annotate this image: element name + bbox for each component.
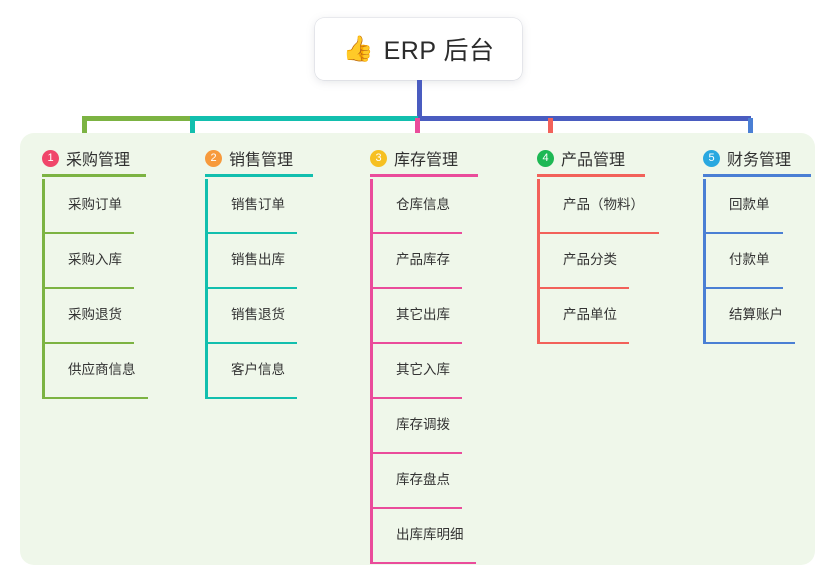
branch-item-label: 供应商信息 — [68, 362, 136, 377]
branch-item-underline — [370, 452, 462, 454]
branch-item-underline — [370, 562, 476, 564]
branch-item-underline — [703, 342, 795, 344]
branch-item-label: 出库库明细 — [396, 527, 464, 542]
connector-teal-segment — [190, 116, 418, 121]
connector-indigo-segment — [418, 116, 751, 121]
branch-number-badge: 2 — [205, 149, 222, 167]
branch-header-1[interactable]: 1 采购管理 — [42, 143, 130, 173]
connector-green-segment — [82, 116, 190, 121]
branch-item-label: 回款单 — [729, 197, 770, 212]
branch-item-underline — [537, 287, 629, 289]
branch-header-4[interactable]: 4 产品管理 — [537, 143, 625, 173]
branch-number-badge: 4 — [537, 149, 554, 167]
branch-title: 产品管理 — [561, 152, 626, 169]
branch-item-label: 产品分类 — [563, 252, 617, 267]
branch-item-underline — [205, 397, 297, 399]
page-title: ERP 后台 — [383, 37, 495, 65]
branch-item-label: 其它入库 — [396, 362, 450, 377]
branch-item-underline — [205, 232, 297, 234]
branch-column-1: 1 采购管理采购订单采购入库采购退货供应商信息 — [42, 143, 148, 399]
branch-item-underline — [537, 232, 659, 234]
branch-vertical-connector — [205, 179, 208, 399]
branch-item-label: 库存盘点 — [396, 472, 450, 487]
branch-item-underline — [370, 232, 462, 234]
branch-item-label: 仓库信息 — [396, 197, 450, 212]
branch-item-underline — [537, 342, 629, 344]
branches-panel — [20, 133, 815, 565]
branch-item-label: 结算账户 — [729, 307, 783, 322]
branch-item-underline — [703, 232, 783, 234]
branch-item-underline — [703, 287, 783, 289]
connector-drop-col-5 — [748, 118, 753, 146]
branch-item-underline — [42, 342, 134, 344]
branch-underline — [537, 174, 645, 177]
branch-item-label: 产品（物料） — [563, 197, 644, 212]
connector-drop-col-2 — [190, 118, 195, 146]
branch-column-5: 5 财务管理回款单付款单结算账户 — [703, 143, 811, 344]
branch-item-label: 客户信息 — [231, 362, 285, 377]
connector-drop-col-1 — [82, 118, 87, 146]
branch-number-badge: 3 — [370, 149, 387, 167]
branch-underline — [205, 174, 313, 177]
branch-header-5[interactable]: 5 财务管理 — [703, 143, 791, 173]
branch-underline — [42, 174, 146, 177]
branch-item-label: 产品库存 — [396, 252, 450, 267]
branch-title: 财务管理 — [727, 152, 792, 169]
connector-drop-col-3 — [415, 118, 420, 146]
branch-column-3: 3 库存管理仓库信息产品库存其它出库其它入库库存调拨库存盘点出库库明细 — [370, 143, 478, 564]
branch-number-badge: 5 — [703, 149, 720, 167]
branch-item-underline — [370, 342, 462, 344]
branch-item-underline — [205, 342, 297, 344]
branch-vertical-connector — [537, 179, 540, 344]
branch-column-4: 4 产品管理产品（物料） 产品分类产品单位 — [537, 143, 659, 344]
branch-item-label: 采购退货 — [68, 307, 122, 322]
branch-item-label: 库存调拨 — [396, 417, 450, 432]
branch-item-label: 销售退货 — [231, 307, 285, 322]
connector-drop-col-4 — [548, 118, 553, 146]
branch-underline — [370, 174, 478, 177]
branch-item-underline — [42, 232, 134, 234]
branch-item-label: 付款单 — [729, 252, 770, 267]
branch-item-underline — [370, 507, 462, 509]
branch-item-label: 销售出库 — [231, 252, 285, 267]
branch-underline — [703, 174, 811, 177]
branch-item-underline — [205, 287, 297, 289]
branch-number-badge: 1 — [42, 149, 59, 167]
branch-column-2: 2 销售管理销售订单销售出库销售退货客户信息 — [205, 143, 313, 399]
connector-stem-main — [417, 80, 422, 120]
branch-header-2[interactable]: 2 销售管理 — [205, 143, 293, 173]
branch-item-label: 采购订单 — [68, 197, 122, 212]
branch-header-3[interactable]: 3 库存管理 — [370, 143, 458, 173]
branch-vertical-connector — [703, 179, 706, 344]
branch-vertical-connector — [42, 179, 45, 399]
branch-title: 销售管理 — [229, 152, 294, 169]
branch-item-underline — [370, 397, 462, 399]
branch-item-label: 产品单位 — [563, 307, 617, 322]
branch-item-underline — [42, 287, 134, 289]
branch-item-label: 其它出库 — [396, 307, 450, 322]
branch-item-label: 销售订单 — [231, 197, 285, 212]
branch-title: 采购管理 — [66, 152, 131, 169]
root-node-card[interactable]: 👍 ERP 后台 — [315, 18, 522, 80]
branch-title: 库存管理 — [394, 152, 459, 169]
branch-item-label: 采购入库 — [68, 252, 122, 267]
branch-item-underline — [370, 287, 462, 289]
thumbs-up-emoji: 👍 — [342, 34, 374, 63]
branch-item-underline — [42, 397, 148, 399]
branch-vertical-connector — [370, 179, 373, 564]
